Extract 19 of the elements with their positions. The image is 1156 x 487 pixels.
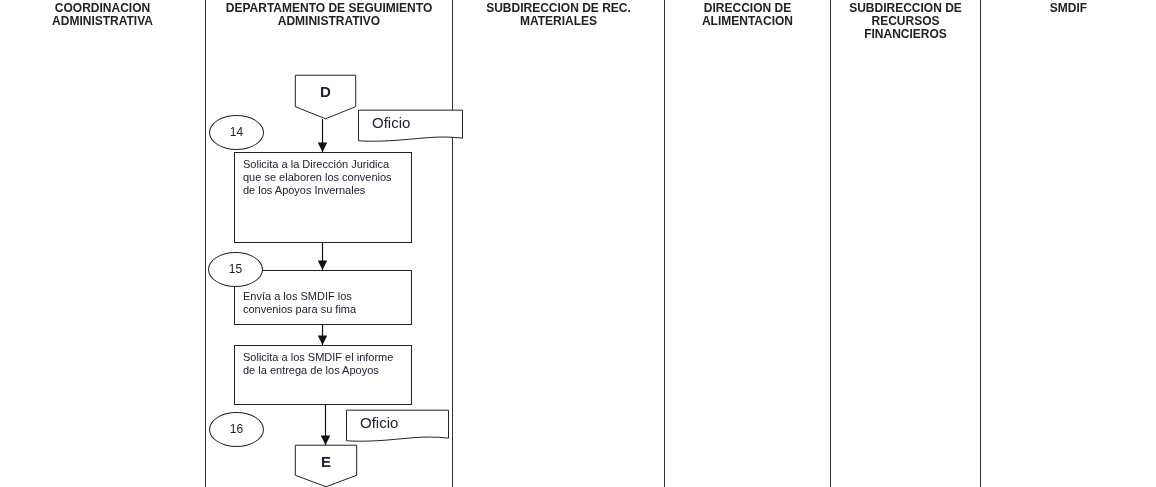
arrow [320,404,331,446]
arrow [317,118,328,153]
arrow [317,242,328,271]
document-shape: Oficio [358,110,463,142]
step-number: 16 [209,412,264,447]
arrow [317,324,328,346]
process-box: Solicita a los SMDIF el informe de la entrega de los Apoyos [234,345,412,405]
lane-header: DEPARTAMENTO DE SEGUIMIENTO ADMINISTRATIVO [224,2,434,28]
lane-header: COORDINACION ADMINISTRATIVA [51,2,154,28]
offpage-connector: E [295,445,357,487]
document-shape: Oficio [346,410,449,442]
lane-header: SUBDIRECCION DE RECURSOS FINANCIEROS [848,2,963,41]
step-number: 14 [209,115,264,150]
step-number: 15 [208,252,263,287]
offpage-connector: D [295,75,356,119]
lane-header: SUBDIRECCION DE REC. MATERIALES [485,2,632,28]
lane-header: DIRECCION DE ALIMENTACION [700,2,795,28]
process-box: Solicita a la Dirección Juridica que se elaboren los convenios de los Apoyos Invernales [234,152,412,243]
lane-header: SMDIF [1048,2,1089,15]
